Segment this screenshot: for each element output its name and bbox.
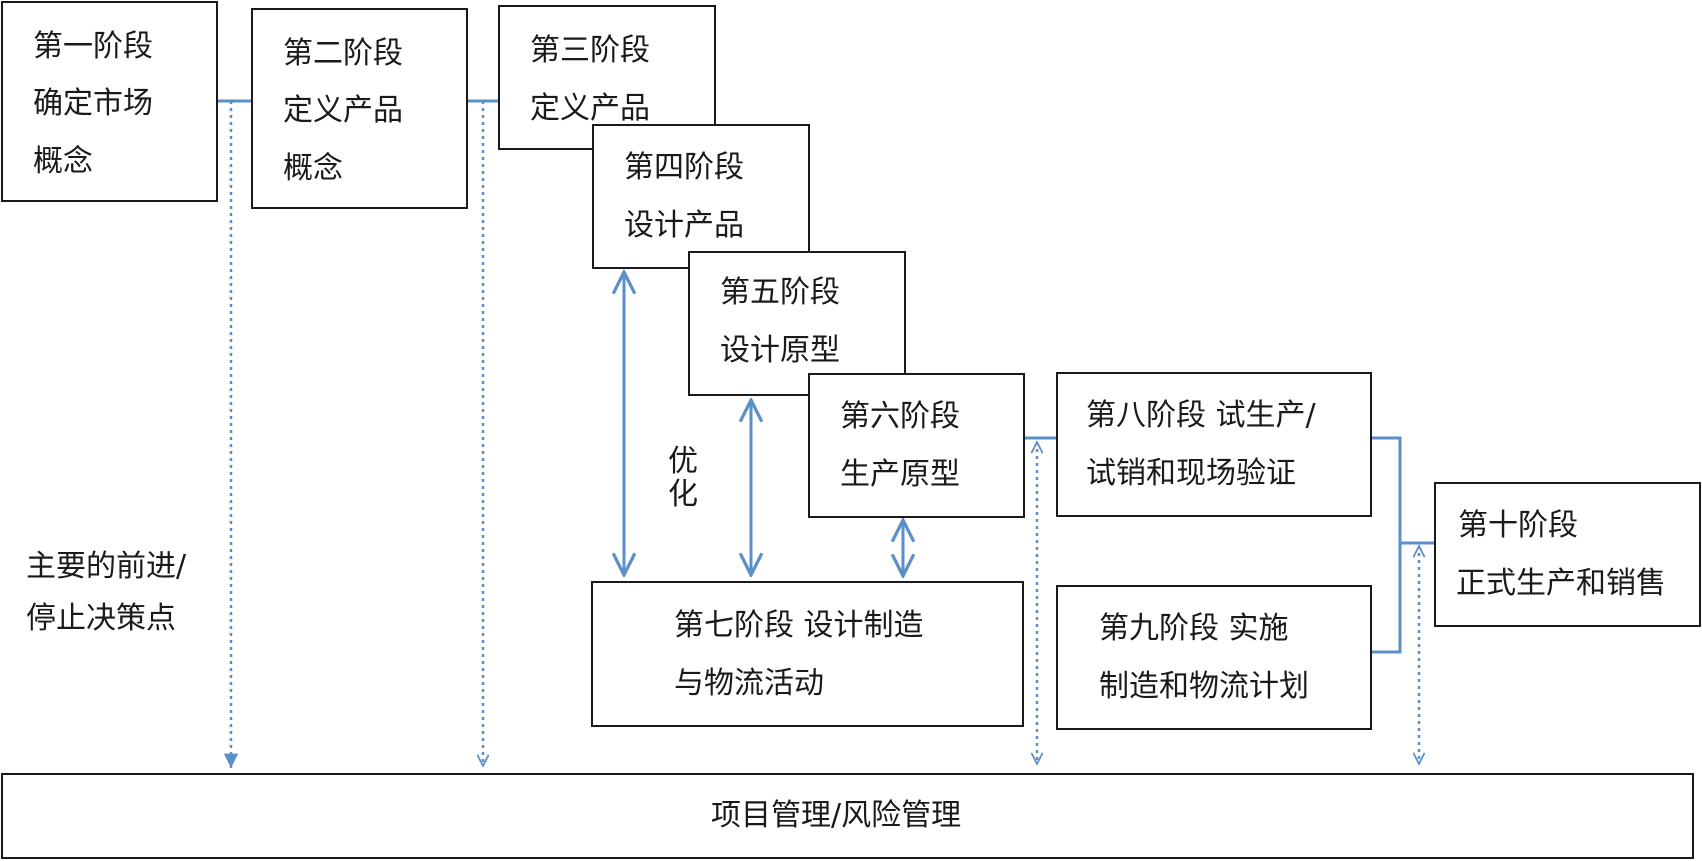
project-management-label: 项目管理/风险管理 bbox=[711, 798, 962, 833]
stage-10-line-1: 第十阶段 bbox=[1458, 508, 1578, 543]
decision-points-line-2: 停止决策点 bbox=[26, 601, 176, 636]
stage-6-line-2: 生产原型 bbox=[840, 457, 960, 492]
stage-2-line-2: 定义产品 bbox=[283, 93, 403, 128]
stage-1-line-1: 第一阶段 bbox=[33, 29, 153, 64]
stage-1-box: 第一阶段 确定市场 概念 bbox=[1, 1, 218, 202]
stage-1-line-2: 确定市场 bbox=[33, 86, 153, 121]
stage-9-box: 第九阶段 实施 制造和物流计划 bbox=[1056, 585, 1372, 730]
optimize-label-char-2: 化 bbox=[668, 477, 698, 512]
stage-4-box: 第四阶段 设计产品 bbox=[592, 124, 810, 269]
optimize-label-char-1: 优 bbox=[668, 444, 698, 479]
stage-2-line-1: 第二阶段 bbox=[283, 36, 403, 71]
stage-7-line-2: 与物流活动 bbox=[674, 666, 824, 701]
stage-5-line-2: 设计原型 bbox=[720, 333, 840, 368]
stage-9-line-1: 第九阶段 实施 bbox=[1099, 611, 1289, 646]
stage-8-line-1: 第八阶段 试生产/ bbox=[1086, 398, 1316, 433]
stage-8-box: 第八阶段 试生产/ 试销和现场验证 bbox=[1056, 372, 1372, 517]
stage-6-box: 第六阶段 生产原型 bbox=[808, 373, 1025, 518]
stage-5-box: 第五阶段 设计原型 bbox=[688, 251, 906, 396]
stage-2-line-3: 概念 bbox=[283, 151, 343, 186]
stage-10-box: 第十阶段 正式生产和销售 bbox=[1434, 482, 1701, 627]
stage-1-line-3: 概念 bbox=[33, 144, 93, 179]
stage-6-line-1: 第六阶段 bbox=[840, 399, 960, 434]
stage-3-line-2: 定义产品 bbox=[530, 91, 650, 126]
connector-s8-s9-s10 bbox=[1370, 436, 1436, 654]
stage-5-line-1: 第五阶段 bbox=[720, 275, 840, 310]
stage-8-line-2: 试销和现场验证 bbox=[1086, 456, 1296, 491]
project-management-bar: 项目管理/风险管理 bbox=[1, 773, 1694, 859]
stage-3-line-1: 第三阶段 bbox=[530, 33, 650, 68]
stage-4-line-2: 设计产品 bbox=[624, 208, 744, 243]
stage-4-line-1: 第四阶段 bbox=[624, 150, 744, 185]
stage-9-line-2: 制造和物流计划 bbox=[1099, 669, 1309, 704]
stage-10-line-2: 正式生产和销售 bbox=[1456, 566, 1666, 601]
stage-2-box: 第二阶段 定义产品 概念 bbox=[251, 8, 468, 209]
decision-points-line-1: 主要的前进/ bbox=[26, 549, 187, 584]
stage-7-line-1: 第七阶段 设计制造 bbox=[674, 608, 924, 643]
stage-7-box: 第七阶段 设计制造 与物流活动 bbox=[591, 581, 1024, 727]
